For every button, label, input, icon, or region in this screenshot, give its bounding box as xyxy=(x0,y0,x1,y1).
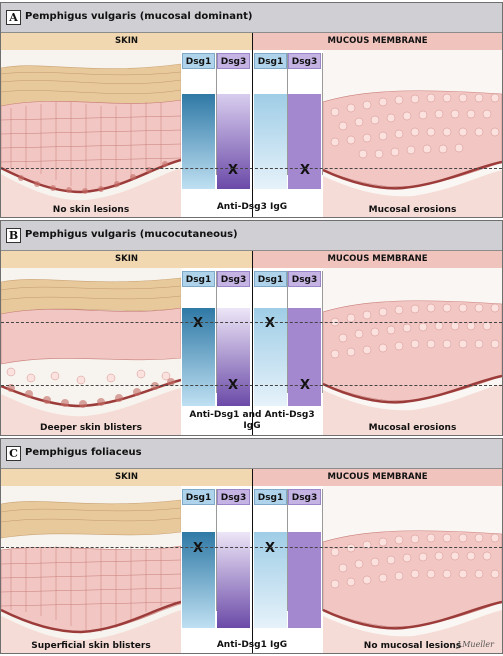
bar-skin-dsg3 xyxy=(217,94,250,189)
bar-mucosa-dsg1 xyxy=(254,532,287,628)
bar-mucosa-dsg3 xyxy=(288,532,321,628)
skin-header: SKIN xyxy=(1,469,253,486)
mucosa-finding-label: No mucosal lesions xyxy=(363,641,462,651)
col-header-skin-dsg1: Dsg1 xyxy=(182,489,215,505)
panel-a: A Pemphigus vulgaris (mucosal dominant) … xyxy=(0,2,503,218)
mucosa-finding-label: Mucosal erosions xyxy=(368,205,457,215)
panel-b: B Pemphigus vulgaris (mucocutaneous) SKI… xyxy=(0,220,503,436)
x-mark: X xyxy=(192,316,204,331)
x-mark: X xyxy=(264,541,276,556)
panel-header: A Pemphigus vulgaris (mucosal dominant) xyxy=(1,3,502,33)
bar-mucosa-dsg1 xyxy=(254,308,287,406)
panel-header: C Pemphigus foliaceus xyxy=(1,439,502,469)
col-header-mucosa-dsg3: Dsg3 xyxy=(288,271,321,287)
col-header-skin-dsg3: Dsg3 xyxy=(217,271,250,287)
x-mark: X xyxy=(264,316,276,331)
cleavage-plane-line xyxy=(1,322,502,323)
bar-skin-dsg3 xyxy=(217,308,250,406)
col-header-skin-dsg1: Dsg1 xyxy=(182,53,215,69)
col-header-mucosa-dsg3: Dsg3 xyxy=(288,489,321,505)
panel-c: C Pemphigus foliaceus SKIN MUCOUS MEMBRA… xyxy=(0,438,503,654)
cleavage-plane-line xyxy=(1,168,502,169)
mucous-membrane-header: MUCOUS MEMBRANE xyxy=(253,469,502,486)
cleavage-plane-line xyxy=(1,385,502,386)
artist-signature: J.Mueller xyxy=(457,640,494,649)
skin-finding-label: Superficial skin blisters xyxy=(31,641,151,651)
mucosa-tissue-icon xyxy=(323,50,502,217)
bar-skin-dsg1 xyxy=(182,308,215,406)
col-header-mucosa-dsg1: Dsg1 xyxy=(254,53,287,69)
skin-tissue-icon xyxy=(1,486,181,653)
mucosa-finding-label: Mucosal erosions xyxy=(368,423,457,433)
bar-mucosa-dsg1 xyxy=(254,94,287,189)
skin-tissue-icon xyxy=(1,50,181,217)
panel-title: Pemphigus vulgaris (mucocutaneous) xyxy=(25,229,238,240)
col-header-skin-dsg3: Dsg3 xyxy=(217,53,250,69)
col-header-mucosa-dsg3: Dsg3 xyxy=(288,53,321,69)
panel-header: B Pemphigus vulgaris (mucocutaneous) xyxy=(1,221,502,251)
panel-letter: A xyxy=(6,10,21,25)
bar-mucosa-dsg3 xyxy=(288,94,321,189)
panel-title: Pemphigus vulgaris (mucosal dominant) xyxy=(25,11,253,22)
col-header-mucosa-dsg1: Dsg1 xyxy=(254,271,287,287)
mucous-membrane-header: MUCOUS MEMBRANE xyxy=(253,33,502,50)
skin-finding-label: No skin lesions xyxy=(52,205,130,215)
bar-mucosa-dsg3 xyxy=(288,308,321,406)
col-header-mucosa-dsg1: Dsg1 xyxy=(254,489,287,505)
cleavage-plane-line xyxy=(1,547,502,548)
col-header-skin-dsg3: Dsg3 xyxy=(217,489,250,505)
skin-tissue-icon xyxy=(1,268,181,435)
x-mark: X xyxy=(227,378,239,393)
mucosa-tissue-icon xyxy=(323,486,502,653)
panel-letter: C xyxy=(6,446,21,461)
mucosa-tissue-icon xyxy=(323,268,502,435)
x-mark: X xyxy=(192,541,204,556)
bar-skin-dsg1 xyxy=(182,94,215,189)
mucous-membrane-header: MUCOUS MEMBRANE xyxy=(253,251,502,268)
x-mark: X xyxy=(227,163,239,178)
skin-header: SKIN xyxy=(1,33,253,50)
x-mark: X xyxy=(299,163,311,178)
bar-skin-dsg3 xyxy=(217,532,250,628)
bar-skin-dsg1 xyxy=(182,532,215,628)
col-header-skin-dsg1: Dsg1 xyxy=(182,271,215,287)
x-mark: X xyxy=(299,378,311,393)
panel-title: Pemphigus foliaceus xyxy=(25,447,142,458)
skin-finding-label: Deeper skin blisters xyxy=(40,423,142,433)
skin-header: SKIN xyxy=(1,251,253,268)
panel-letter: B xyxy=(6,228,21,243)
